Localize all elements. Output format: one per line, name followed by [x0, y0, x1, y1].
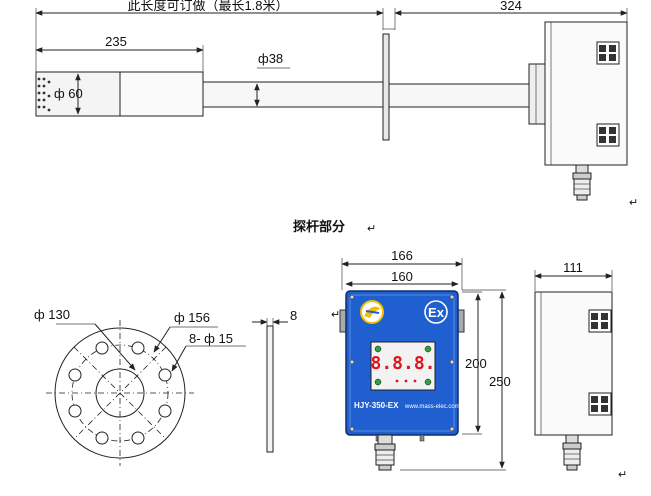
cable-gland-icon: [572, 164, 592, 201]
indicator-led: [395, 379, 399, 383]
website-label: www.mass-elec.com: [404, 404, 460, 410]
dim-200: 200: [465, 356, 487, 371]
probe-sleeve: [119, 71, 204, 117]
dim-holes: 8- ф 15: [189, 331, 233, 346]
cable-gland-icon: [562, 434, 582, 471]
dim-phi156: ф 156: [174, 310, 210, 325]
dim-phi38: ф38: [258, 51, 283, 66]
display-panel: [370, 341, 436, 391]
dim-111: 111: [563, 260, 583, 275]
indicator-led: [374, 345, 382, 353]
return-mark: ↵: [618, 469, 627, 481]
hinge-icon: [588, 392, 612, 416]
probe-flange: [382, 33, 390, 141]
display-value: 8.8.8.: [370, 353, 435, 374]
filter-holes: [37, 77, 51, 112]
bolt-holes: [68, 341, 172, 445]
probe-rod-rear: [388, 83, 530, 108]
ex-mark-icon: Ex: [424, 300, 448, 324]
flange-front-view: ф 130 ф 156 8- ф 15: [34, 307, 246, 466]
indicator-led: [424, 345, 432, 353]
return-mark: ↵: [367, 223, 376, 235]
ex-mark-label: Ex: [428, 305, 445, 320]
model-label: HJY-350-EX: [354, 401, 399, 410]
enclosure-side-view: 111: [534, 260, 613, 471]
probe-drawing: 此长度可订做（最长1.8米） 324 235 ф 60 ф38: [35, 0, 638, 209]
indicator-led: [374, 378, 382, 386]
dim-250: 250: [489, 374, 511, 389]
flange-side-view: 8: [252, 308, 297, 453]
enclosure-front-view: 166 160 200 250 Ex: [339, 248, 511, 471]
probe-caption: 探杆部分: [293, 219, 345, 235]
cable-gland-icon: [374, 434, 396, 471]
return-mark: ↵: [331, 309, 340, 321]
return-mark: ↵: [629, 197, 638, 209]
dim-166: 166: [391, 248, 413, 263]
indicator-led: [413, 379, 417, 383]
hinge-icon: [596, 41, 620, 65]
probe-rod: [202, 81, 384, 108]
length-note: 此长度可订做（最长1.8米）: [127, 0, 288, 13]
dim-phi130: ф 130: [34, 307, 70, 322]
probe-collar: [528, 63, 546, 125]
dim-160: 160: [391, 269, 413, 284]
dim-324: 324: [500, 0, 522, 13]
hinge-icon: [588, 309, 612, 333]
dim-phi60: ф 60: [54, 86, 83, 101]
company-logo: [360, 300, 384, 324]
indicator-led: [424, 378, 432, 386]
dim-thickness: 8: [290, 308, 297, 323]
indicator-led: [404, 379, 408, 383]
dim-235: 235: [105, 34, 127, 49]
screws: [349, 294, 455, 432]
hinge-icon: [596, 123, 620, 147]
